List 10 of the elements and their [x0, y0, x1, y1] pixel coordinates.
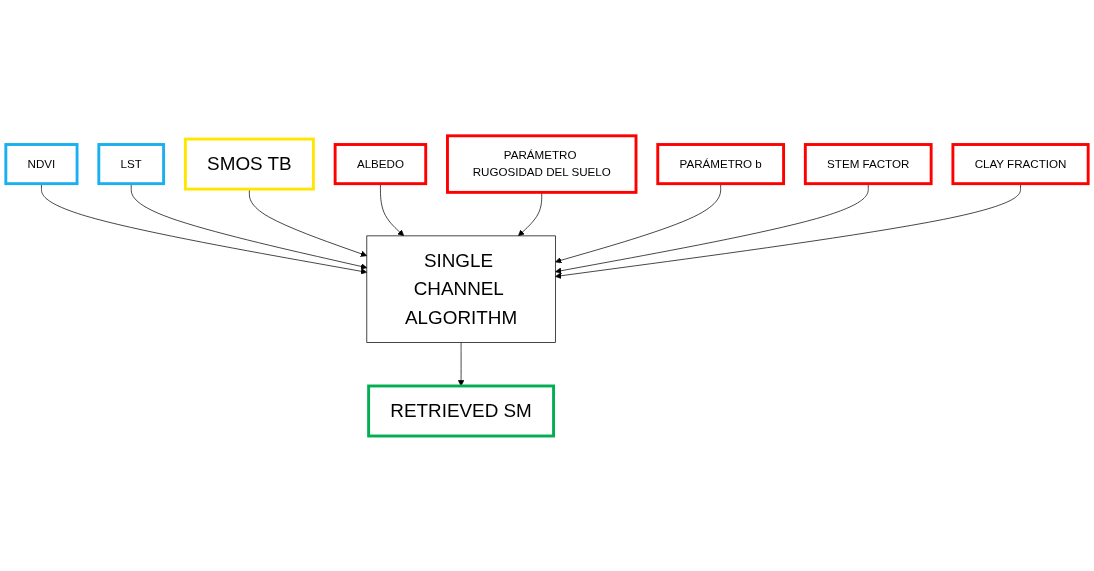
node-box: STEM FACTOR: [803, 142, 933, 185]
node-box: LST: [97, 142, 166, 185]
node-box: RETRIEVED SM: [367, 384, 555, 438]
node-box: SMOS TB: [183, 137, 315, 191]
node-box: NDVI: [4, 142, 79, 185]
node-box: PARÁMETRO b: [656, 142, 786, 185]
node-box: CLAY FRACTION: [951, 142, 1090, 185]
node-box: ALBEDO: [333, 142, 428, 185]
node-box: PARÁMETRO RUGOSIDAD DEL SUELO: [446, 133, 638, 194]
node-box: SINGLE CHANNEL ALGORITHM: [366, 235, 556, 343]
